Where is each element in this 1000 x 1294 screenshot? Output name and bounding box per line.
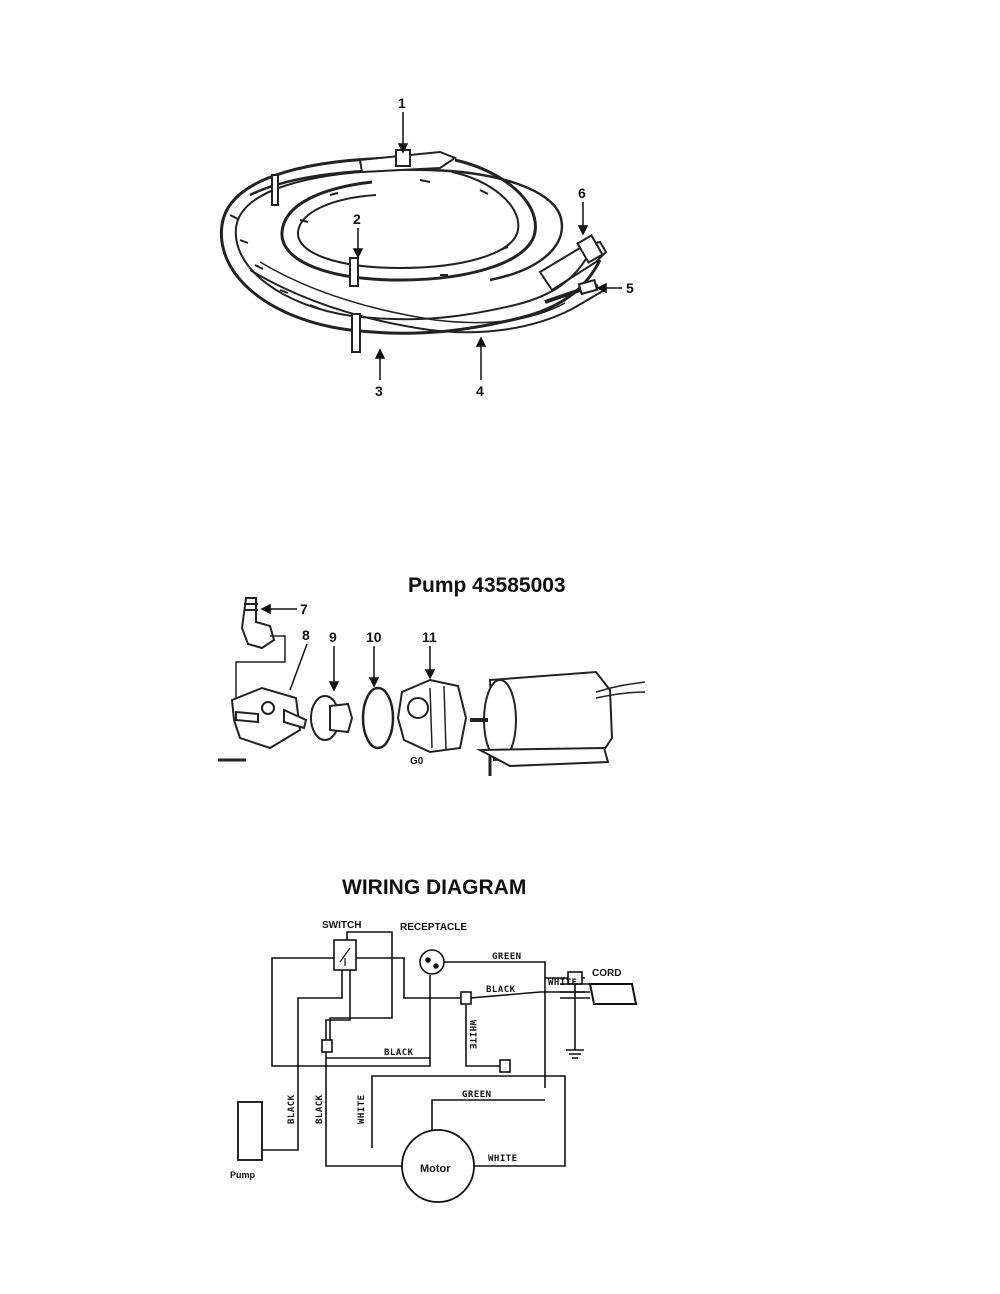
callout-arrow-10 (368, 677, 380, 688)
elbow-leader (235, 635, 286, 698)
hose-coil-outer-inner-edge (234, 169, 591, 321)
callout-8: 8 (302, 627, 310, 643)
thin-tube (249, 269, 606, 334)
motor-body (488, 670, 614, 762)
callout-3: 3 (375, 383, 383, 399)
pump-head (230, 686, 302, 750)
clamp-top (271, 174, 279, 206)
callout-line-8 (289, 643, 308, 691)
wire-label-white-bottom: WHITE (488, 1154, 518, 1164)
clamp-2 (349, 257, 359, 287)
motor-wires (595, 681, 646, 699)
pump-box (237, 1101, 263, 1161)
callout-4: 4 (476, 383, 484, 399)
receptacle (419, 949, 445, 975)
wire-label-black-top: BLACK (486, 985, 516, 995)
wire-white-bottom (472, 1148, 566, 1167)
splice-connector-3 (499, 1059, 511, 1073)
hose-assembly-diagram: 1 2 3 4 5 6 (0, 0, 1000, 420)
wire-switch-left-loop (271, 957, 431, 1067)
housing-hub (407, 697, 429, 719)
hose-coil-inner (280, 158, 537, 282)
pump-exploded-diagram: G0 7 8 9 10 11 (0, 580, 1000, 800)
motor-base (476, 746, 610, 768)
callout-arrow-7 (260, 603, 271, 615)
diaphragm-hub (329, 702, 354, 734)
callout-arrow-5 (596, 282, 607, 294)
receptacle-pin-2 (433, 963, 439, 969)
wire-label-white-left: WHITE (357, 1094, 367, 1124)
wire-switch-top-loop (329, 931, 393, 1042)
splice-connector-2 (321, 1039, 333, 1053)
callout-arrow-11 (424, 669, 436, 680)
wire-white-vertical (465, 1005, 505, 1067)
callout-11: 11 (422, 629, 437, 645)
callout-7: 7 (300, 601, 308, 617)
pump-head-nozzle (283, 708, 308, 730)
receptacle-pin-1 (425, 957, 431, 963)
hose-assembly-illustration: 1 2 3 4 5 6 (219, 95, 634, 399)
switch-contacts (339, 947, 351, 966)
wire-label-green-top: GREEN (492, 952, 522, 962)
wire-white-left (371, 1075, 566, 1148)
wire-label-white-top: WHITE (548, 978, 578, 988)
hose-end-cuff-6 (576, 234, 604, 264)
callout-arrow-6 (577, 225, 589, 236)
hose-loop (249, 168, 564, 282)
thin-tube-2 (259, 261, 566, 324)
wiring-diagram-title: WIRING DIAGRAM (342, 876, 527, 899)
callout-arrow-3 (374, 348, 386, 359)
hose-texture (229, 179, 509, 309)
pump-head-port (261, 701, 275, 715)
receptacle-label: RECEPTACLE (400, 922, 467, 933)
pump-illustration: G0 7 8 9 10 11 (218, 597, 646, 776)
clamp-3 (351, 313, 361, 353)
wire-label-green-mid: GREEN (462, 1090, 492, 1100)
callout-arrow-2 (352, 248, 364, 259)
wire-label-black-left-2: BLACK (315, 1094, 325, 1124)
splice-connector-1 (460, 991, 472, 1005)
wire-green-top (444, 961, 546, 1088)
wire-label-white-vertical: WHITE (467, 1020, 477, 1050)
hose-fitting-5 (577, 278, 599, 296)
switch-label: SWITCH (322, 920, 361, 931)
pump-label: Pump (230, 1170, 256, 1180)
callout-arrow-1 (397, 143, 409, 154)
wire-label-black-left-1: BLACK (287, 1094, 297, 1124)
housing-ribs (429, 685, 447, 751)
callout-10: 10 (366, 629, 382, 645)
wire-switch-top-right (356, 957, 464, 999)
callout-arrow-9 (328, 681, 340, 692)
cord-label: CORD (592, 968, 621, 979)
pump-title: Pump 43585003 (408, 574, 566, 597)
ground-symbol (566, 984, 584, 1059)
callout-6: 6 (578, 185, 586, 201)
callout-5: 5 (626, 280, 634, 296)
motor-label: Motor (420, 1163, 451, 1175)
wire-label-black-mid: BLACK (384, 1048, 414, 1058)
o-ring (361, 686, 395, 750)
callout-2: 2 (353, 211, 361, 227)
wire-black-left-2 (325, 970, 404, 1167)
housing-marking: G0 (410, 756, 424, 767)
callout-arrow-4 (475, 336, 487, 347)
callout-1: 1 (398, 95, 406, 111)
motor-circle (401, 1129, 475, 1203)
wire-black-left-1 (262, 970, 343, 1151)
hose-coil-outer (219, 156, 602, 335)
pump-head-nozzle-left (235, 710, 259, 724)
callout-9: 9 (329, 629, 337, 645)
power-cord (588, 983, 638, 1005)
